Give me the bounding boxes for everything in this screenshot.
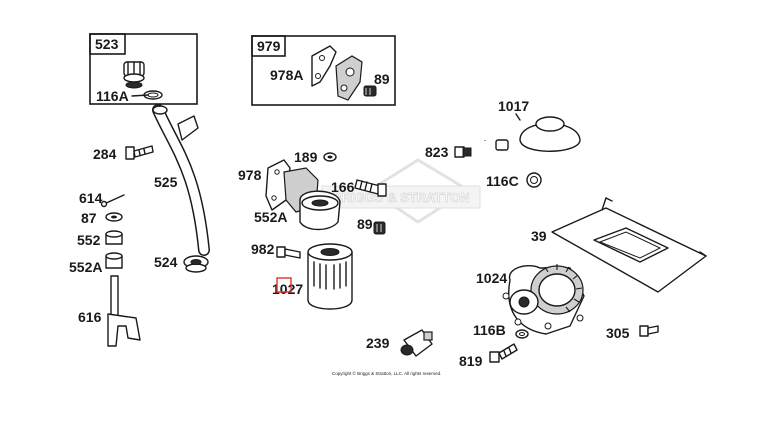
part-label-1027: 1027: [272, 281, 303, 297]
plug-823[interactable]: 823: [425, 144, 472, 160]
bushing-552[interactable]: 552: [77, 230, 123, 248]
o-ring-small: [143, 90, 163, 100]
pin-614[interactable]: 614: [79, 190, 125, 208]
grommet-524[interactable]: 524: [154, 254, 209, 273]
filter-adapter-assembly[interactable]: 978 552A: [238, 159, 341, 231]
part-label-189: 189: [294, 149, 318, 165]
part-label-978a: 978A: [270, 67, 303, 83]
bolt-819[interactable]: 819: [459, 343, 518, 369]
fitting-166[interactable]: 166: [331, 179, 387, 197]
gasket-978a: [311, 45, 337, 87]
dipstick-cap: [123, 61, 145, 89]
part-label-1028: 552A: [254, 209, 287, 225]
part-label-982: 982: [251, 241, 275, 257]
part-label-116c: 116C: [486, 173, 519, 189]
screw-284[interactable]: 284: [93, 145, 154, 162]
part-label-305: 305: [606, 325, 630, 341]
adapter-bracket: [335, 55, 363, 101]
washer-189[interactable]: 189: [294, 149, 337, 165]
oil-filter-1027[interactable]: 1027: [272, 243, 353, 310]
part-label-116a: 116A: [96, 88, 129, 104]
part-label-39: 39: [531, 228, 547, 244]
plug-89[interactable]: 89: [357, 216, 386, 235]
governor-shaft-616[interactable]: 616: [78, 275, 141, 347]
part-label-284: 284: [93, 146, 117, 162]
part-label-524: 524: [154, 254, 178, 270]
part-label-823: 823: [425, 144, 449, 160]
part-label-239: 239: [366, 335, 390, 351]
seal-116c[interactable]: 116C: [486, 172, 542, 189]
o-ring-116b[interactable]: 116B: [473, 322, 529, 339]
washer-87[interactable]: 87: [81, 210, 123, 226]
part-label-525: 525: [154, 174, 178, 190]
part-label-166: 166: [331, 179, 355, 195]
part-label-1017: 1017: [498, 98, 529, 114]
oil-pump-1024[interactable]: 1024: [476, 264, 585, 335]
copyright-text: Copyright © Briggs & Stratton, LLC. All …: [332, 370, 441, 376]
plate-39[interactable]: 39: [531, 197, 707, 293]
part-label-1024: 1024: [476, 270, 507, 286]
part-label-552a: 552A: [69, 259, 102, 275]
highlight-marker: [276, 277, 292, 293]
part-label-819: 819: [459, 353, 483, 369]
kit-number-label: 523: [95, 36, 119, 52]
breather-hose-1017[interactable]: 1017: [483, 98, 581, 152]
part-label-89-mid: 89: [357, 216, 373, 232]
part-label-552: 552: [77, 232, 101, 248]
part-label-614: 614: [79, 190, 103, 206]
screw-305[interactable]: 305: [606, 325, 659, 341]
part-label-616: 616: [78, 309, 102, 325]
watermark-text: BRIGGS & STRATTON: [332, 190, 469, 205]
bolt-982[interactable]: 982: [251, 241, 301, 259]
plug-89-box: [363, 85, 377, 97]
pressure-switch-239[interactable]: 239: [366, 329, 433, 357]
kit-box-523[interactable]: 523 116A: [89, 33, 198, 105]
part-label-89: 89: [374, 71, 390, 87]
bushing-552a[interactable]: 552A: [69, 252, 123, 275]
part-label-87: 87: [81, 210, 97, 226]
kit-number-label: 979: [257, 38, 281, 54]
part-label-116b: 116B: [473, 322, 506, 338]
part-label-978: 978: [238, 167, 262, 183]
dipstick-tube-525[interactable]: 525: [152, 104, 210, 256]
brand-watermark: BRIGGS & STRATTON: [321, 158, 481, 224]
kit-box-979[interactable]: 979 978A 89: [251, 35, 396, 106]
